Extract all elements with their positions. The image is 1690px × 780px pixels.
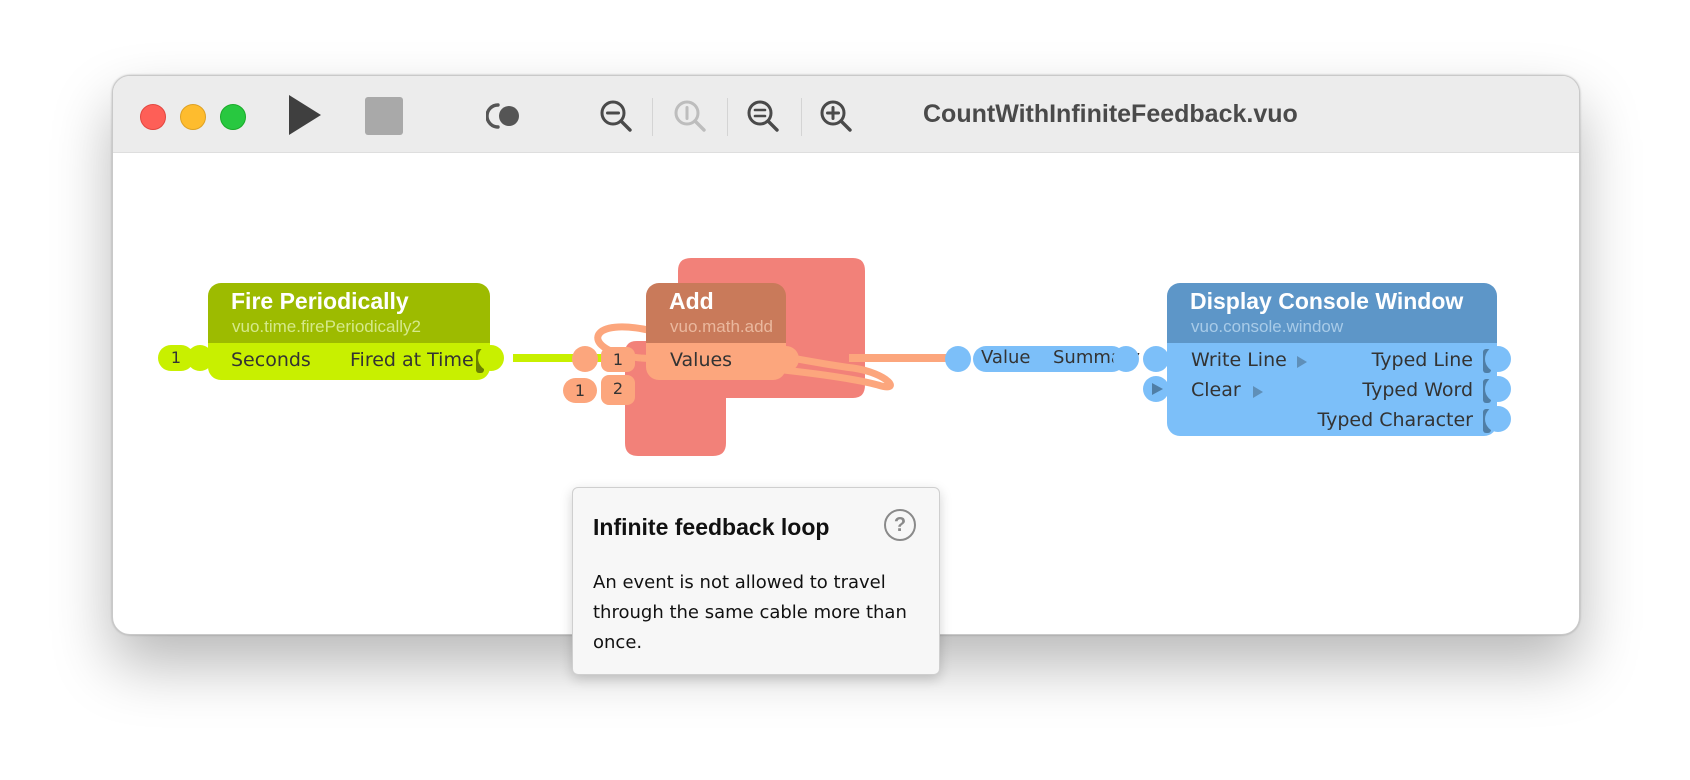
values-port-label: Values: [670, 349, 733, 371]
close-window-button[interactable]: [140, 104, 166, 130]
typed-character-output-port[interactable]: [1485, 406, 1511, 432]
write-line-port-label: Write Line: [1191, 349, 1287, 371]
node-class-name: vuo.math.add: [670, 317, 774, 336]
run-button[interactable]: [283, 92, 325, 138]
clear-port-label: Clear: [1191, 379, 1241, 401]
value-port-label: Value: [981, 347, 1031, 368]
toolbar-separator: [652, 98, 653, 136]
typed-line-port-label: Typed Line: [1371, 349, 1473, 371]
zoom-out-button[interactable]: [599, 99, 633, 133]
zoom-actual-size-icon: [674, 100, 706, 132]
composition-window: CountWithInfiniteFeedback.vuo Fire Perio…: [112, 75, 1580, 635]
show-events-icon: [486, 103, 519, 129]
list-item-2[interactable]: 2: [601, 375, 635, 405]
node-header[interactable]: Display Console Window vuo.console.windo…: [1167, 283, 1497, 343]
write-line-event-icon: [1297, 356, 1307, 368]
zoom-actual-size-button[interactable]: [673, 99, 707, 133]
list-item-constant[interactable]: 1: [563, 378, 597, 403]
stop-button[interactable]: [365, 97, 403, 135]
zoom-out-icon: [600, 100, 632, 132]
typed-character-port-label: Typed Character: [1317, 409, 1473, 431]
help-icon[interactable]: ?: [884, 509, 916, 541]
node-header[interactable]: Add vuo.math.add: [646, 283, 786, 343]
clear-event-icon: [1253, 386, 1263, 398]
values-input-port[interactable]: [572, 346, 598, 372]
fired-at-time-port-label: Fired at Time: [350, 349, 474, 371]
node-body: Seconds Fired at Time: [208, 343, 490, 380]
minimize-window-button[interactable]: [180, 104, 206, 130]
display-console-window-node[interactable]: Display Console Window vuo.console.windo…: [1167, 283, 1497, 436]
event-only-icon: [1152, 383, 1163, 395]
toolbar-separator: [727, 98, 728, 136]
zoom-to-fit-button[interactable]: [746, 99, 780, 133]
play-icon: [289, 95, 321, 135]
node-body: Values: [646, 343, 786, 380]
fired-at-time-output-port[interactable]: [478, 345, 504, 371]
value-input-port[interactable]: [945, 346, 971, 372]
write-line-input-port[interactable]: [1143, 346, 1169, 372]
composition-canvas[interactable]: Fire Periodically vuo.time.firePeriodica…: [113, 153, 1579, 634]
zoom-in-button[interactable]: [819, 99, 853, 133]
zoom-to-fit-icon: [747, 100, 779, 132]
node-class-name: vuo.console.window: [1191, 317, 1344, 336]
stop-icon: [365, 97, 403, 135]
node-title: Fire Periodically: [231, 288, 409, 314]
node-title: Display Console Window: [1190, 288, 1464, 314]
node-title: Add: [669, 288, 714, 314]
list-item-1[interactable]: 1: [601, 347, 635, 372]
seconds-input-port[interactable]: [187, 345, 213, 371]
popover-message: An event is not allowed to travel throug…: [593, 572, 907, 653]
clear-input-port[interactable]: [1143, 376, 1169, 402]
title-bar: CountWithInfiniteFeedback.vuo: [113, 76, 1579, 153]
node-class-name: vuo.time.firePeriodically2: [232, 317, 421, 336]
fire-periodically-node[interactable]: Fire Periodically vuo.time.firePeriodica…: [208, 283, 490, 380]
zoom-in-icon: [820, 100, 852, 132]
show-events-button[interactable]: [486, 101, 522, 131]
typed-word-output-port[interactable]: [1485, 376, 1511, 402]
popover-title: Infinite feedback loop: [593, 514, 830, 540]
typed-word-port-label: Typed Word: [1362, 379, 1473, 401]
typed-line-output-port[interactable]: [1485, 346, 1511, 372]
cable-feedback-loop: [594, 323, 894, 391]
sum-output-port[interactable]: [773, 346, 799, 372]
node-body: Write Line Clear Typed Line Typed Word T…: [1167, 343, 1497, 436]
summary-node[interactable]: Value Summary: [973, 346, 1140, 372]
node-header[interactable]: Fire Periodically vuo.time.firePeriodica…: [208, 283, 490, 343]
toolbar-separator: [801, 98, 802, 136]
zoom-window-button[interactable]: [220, 104, 246, 130]
seconds-constant[interactable]: 1: [158, 345, 194, 371]
summary-output-port[interactable]: [1113, 346, 1139, 372]
error-popover: Infinite feedback loop ? An event is not…: [572, 487, 940, 675]
seconds-port-label: Seconds: [231, 349, 311, 371]
add-node[interactable]: Add vuo.math.add Values: [646, 283, 786, 380]
window-title: CountWithInfiniteFeedback.vuo: [923, 100, 1298, 128]
